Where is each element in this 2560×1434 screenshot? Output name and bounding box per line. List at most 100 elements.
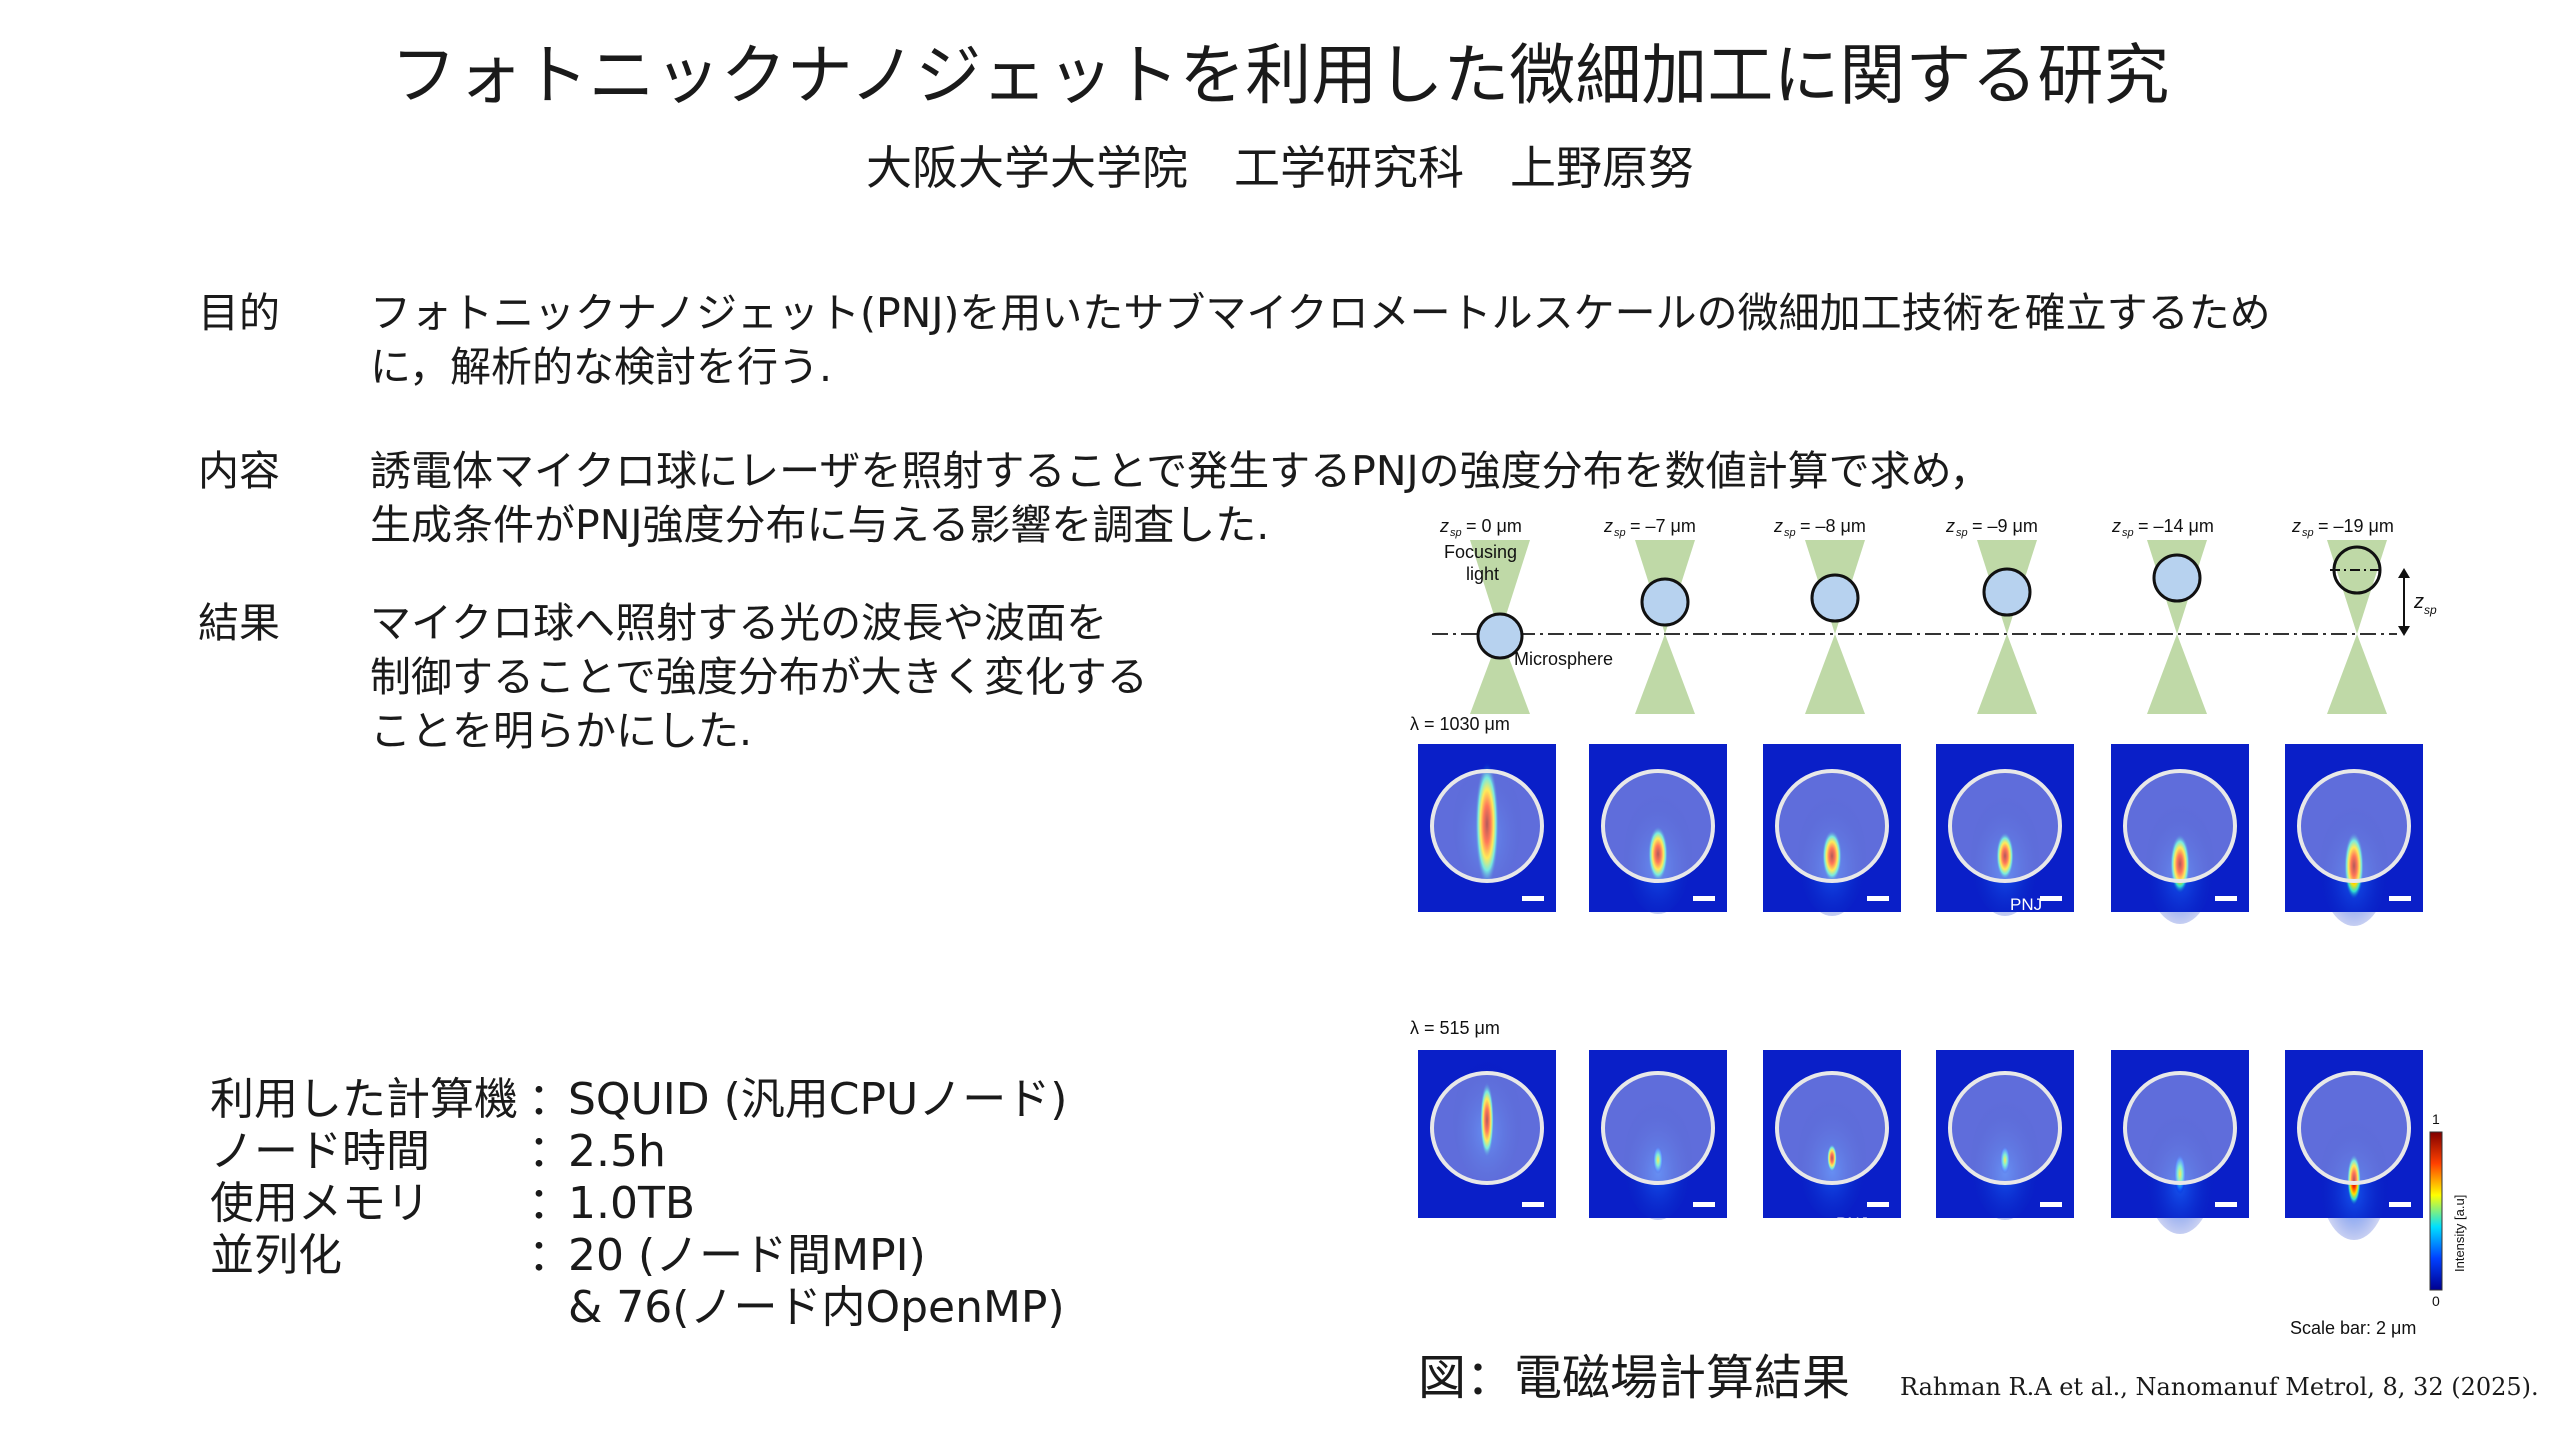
- section-label-result: 結果: [198, 599, 280, 647]
- axes-indicator: x z: [1415, 1221, 1472, 1301]
- water-index: n = 1.33: [1456, 1271, 1512, 1287]
- cone-0: [1470, 540, 1530, 714]
- svg-text:z: z: [2111, 516, 2121, 536]
- zsp-arrow: z sp: [2398, 568, 2437, 636]
- intensity-panel: [1418, 744, 1556, 912]
- spec-key: ノード時間: [210, 1126, 430, 1177]
- colorbar-label: Intensity [a.u]: [2452, 1195, 2467, 1272]
- cone-5: [2327, 540, 2387, 714]
- water-label: Water: [1460, 1252, 1503, 1269]
- spec-value: 20 (ノード間MPI): [568, 1230, 926, 1281]
- section-line: マイクロ球へ照射する光の波長や波面を: [370, 599, 1108, 647]
- intensity-row-1030: [1418, 744, 2423, 926]
- svg-text:sp: sp: [1956, 527, 1968, 539]
- svg-text:sp: sp: [1450, 527, 1462, 539]
- spec-row: 使用メモリ ： 1.0TB: [210, 1178, 1067, 1230]
- intensity-panel: [1589, 1050, 1727, 1220]
- spec-row: 並列化 ： 20 (ノード間MPI): [210, 1230, 1067, 1282]
- intensity-panel: [1763, 744, 1901, 916]
- svg-text:sp: sp: [2122, 527, 2134, 539]
- scale-bar-label: Scale bar: 2 μm: [2290, 1318, 2416, 1338]
- spec-colon: ：: [528, 1178, 572, 1229]
- intensity-panel: [1936, 744, 2074, 916]
- intensity-panel: [1418, 1050, 1556, 1218]
- spec-value: 2.5h: [568, 1126, 666, 1177]
- colorbar-max: 1: [2432, 1111, 2440, 1127]
- section-text-result: マイクロ球へ照射する光の波長や波面を 制御することで強度分布が大きく変化する こ…: [370, 596, 1148, 758]
- section-line: 生成条件がPNJ強度分布に与える影響を調査した.: [370, 501, 1270, 549]
- section-label-content: 内容: [198, 447, 280, 495]
- svg-text:= 0 μm: = 0 μm: [1466, 516, 1522, 536]
- section-label-purpose: 目的: [198, 289, 280, 337]
- svg-text:sp: sp: [2302, 527, 2314, 539]
- spec-key: 並列化: [210, 1230, 342, 1281]
- svg-text:n: n: [1456, 1271, 1464, 1287]
- intensity-panel: [1589, 744, 1727, 914]
- svg-text:z: z: [1603, 516, 1613, 536]
- svg-text:z: z: [2291, 516, 2301, 536]
- spec-colon: ：: [528, 1074, 572, 1125]
- section-line: フォトニックナノジェット(PNJ)を用いたサブマイクロメートルスケールの微細加工…: [370, 289, 2271, 337]
- spec-colon: ：: [528, 1230, 572, 1281]
- intensity-panel: [2111, 1050, 2249, 1234]
- lambda-1030-label: λ = 1030 μm: [1410, 714, 1510, 734]
- section-line: 制御することで強度分布が大きく変化する: [370, 653, 1148, 701]
- svg-text:= –14 μm: = –14 μm: [2138, 516, 2214, 536]
- intensity-panel: [2285, 744, 2423, 926]
- spec-value: 1.0TB: [568, 1178, 696, 1229]
- section-text-content: 誘電体マイクロ球にレーザを照射することで発生するPNJの強度分布を数値計算で求め…: [370, 444, 1991, 552]
- svg-text:= –7 μm: = –7 μm: [1630, 516, 1696, 536]
- cone-2: [1805, 540, 1865, 714]
- figure-caption: 図：電磁場計算結果: [1418, 1350, 1851, 1406]
- svg-text:sp: sp: [1784, 527, 1796, 539]
- svg-text:= 1.33: = 1.33: [1472, 1271, 1512, 1287]
- section-line: に，解析的な検討を行う.: [370, 343, 832, 391]
- focusing-light-label-2: light: [1466, 564, 1499, 584]
- spec-continuation: & 76(ノード内OpenMP): [568, 1282, 1065, 1333]
- author-line: 大阪大学大学院 工学研究科 上野原努: [866, 141, 1694, 195]
- zsp-arrow-label: z: [2413, 591, 2424, 613]
- section-line: 誘電体マイクロ球にレーザを照射することで発生するPNJの強度分布を数値計算で求め…: [370, 447, 1991, 495]
- zsp-arrow-sub: sp: [2424, 603, 2437, 617]
- spec-colon: ：: [528, 1126, 572, 1177]
- microsphere-label: Microsphere: [1514, 649, 1613, 669]
- svg-text:z: z: [1773, 516, 1783, 536]
- intensity-panel: [2111, 744, 2249, 924]
- pnj-label-row2: PNJ: [1836, 1214, 1868, 1233]
- reference: Rahman R.A et al., Nanomanuf Metrol, 8, …: [1900, 1373, 2539, 1401]
- colorbar: 1 0 Intensity [a.u]: [2429, 1111, 2467, 1309]
- pnj-label-row1: PNJ: [2010, 895, 2042, 914]
- focusing-light-label: Focusing: [1444, 542, 1517, 562]
- axis-z-label: z: [1415, 1285, 1423, 1301]
- spec-key: 使用メモリ: [210, 1178, 430, 1229]
- svg-text:sp: sp: [1614, 527, 1626, 539]
- spec-key: 利用した計算機: [210, 1074, 518, 1125]
- compute-specs: 利用した計算機 ： SQUID (汎用CPUノード) ノード時間 ： 2.5h …: [210, 1074, 1067, 1334]
- cone-1: [1635, 540, 1695, 714]
- svg-text:= –8 μm: = –8 μm: [1800, 516, 1866, 536]
- lambda-515-label: λ = 515 μm: [1410, 1018, 1500, 1038]
- intensity-panel: [2285, 1050, 2423, 1240]
- svg-text:= –9 μm: = –9 μm: [1972, 516, 2038, 536]
- intensity-panel: [1763, 1050, 1901, 1218]
- spec-value: SQUID (汎用CPUノード): [568, 1074, 1068, 1125]
- svg-text:z: z: [1439, 516, 1449, 536]
- cone-3: [1977, 540, 2037, 714]
- svg-text:= –19 μm: = –19 μm: [2318, 516, 2394, 536]
- cone-4: [2147, 540, 2207, 714]
- intensity-panel: [1936, 1050, 2074, 1220]
- colorbar-min: 0: [2432, 1293, 2440, 1309]
- spec-row: 利用した計算機 ： SQUID (汎用CPUノード): [210, 1074, 1067, 1126]
- section-line: ことを明らかにした.: [370, 707, 753, 755]
- section-text-purpose: フォトニックナノジェット(PNJ)を用いたサブマイクロメートルスケールの微細加工…: [370, 286, 2271, 394]
- page-title: フォトニックナノジェットを利用した微細加工に関する研究: [390, 37, 2170, 114]
- intensity-row-515: [1418, 1050, 2423, 1240]
